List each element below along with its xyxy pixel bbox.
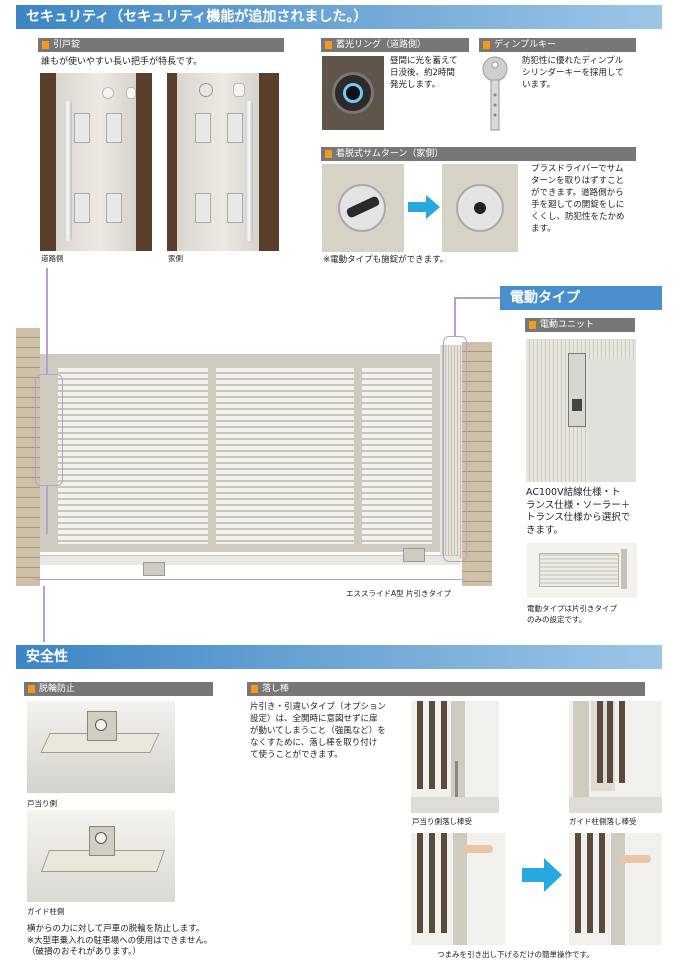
thumb-turn-desc: プラスドライバーでサム ターンを取りはずすこと ができます。道路側から 手を廻し… [531, 164, 625, 234]
dimple-key-desc: 防犯性に優れたディンプル シリンダーキーを採用して います。 [522, 56, 624, 90]
drop-rod-door-side-photo [411, 701, 499, 813]
derail-guide-side-caption: ガイド柱側 [27, 907, 65, 916]
gate-wheel-right [403, 548, 425, 562]
thumb-turn-heading: 着脱式サムターン（家側） [321, 147, 636, 161]
derail-door-side-photo [27, 701, 175, 793]
electric-unit-heading: 電動ユニット [525, 318, 635, 332]
gate-wheel-left [143, 562, 165, 576]
electric-header: 電動タイプ [500, 286, 662, 310]
drop-rod-after-photo [569, 833, 662, 945]
pull-lock-home-caption: 家側 [168, 254, 183, 263]
luminous-ring-photo [322, 56, 384, 130]
dimple-key-heading: ディンプルキー [479, 38, 636, 52]
gate-wall-right [462, 342, 492, 586]
thumb-turn-after-photo [442, 164, 518, 252]
safety-header: 安全性 [16, 645, 662, 669]
dimple-key-icon [480, 55, 510, 135]
security-header: セキュリティ（セキュリティ機能が追加されました。） [16, 5, 662, 29]
luminous-ring-heading: 蓄光リング（道路側） [321, 38, 469, 52]
pull-lock-desc: 誰もが使いやすい長い把手が特長です。 [41, 57, 203, 67]
pull-lock-road-caption: 道路側 [41, 254, 64, 263]
electric-unit-desc: AC100V結線仕様・ト ランス仕様・ソーラー＋ トランス仕様から選択で きます… [526, 487, 631, 536]
gate-rail [40, 555, 460, 565]
derail-guide-side-photo [27, 810, 175, 902]
drop-rod-guide-side-photo [569, 701, 662, 813]
gate-guide-post [440, 345, 462, 559]
gate-caption: エススライドA型 片引きタイプ [346, 589, 452, 598]
thumb-turn-before-photo [322, 164, 404, 252]
electric-unit-photo [526, 339, 636, 482]
pull-lock-home-photo [167, 73, 279, 251]
drop-rod-guide-side-caption: ガイド柱側落し棒受 [569, 817, 637, 826]
arrow-right-icon [522, 858, 562, 896]
drop-rod-door-side-caption: 戸当り側落し棒受 [412, 817, 472, 826]
electric-note: 電動タイプは片引きタイプ のみの設定です。 [527, 604, 617, 624]
drop-rod-operation-caption: つまみを引き出し下げるだけの簡単操作です。 [437, 950, 594, 959]
derail-door-side-caption: 戸当り側 [27, 799, 57, 808]
pull-lock-heading: 引戸錠 [38, 38, 284, 52]
luminous-ring-desc: 昼間に光を蓄えて 日没後、約2時間 発光します。 [390, 56, 458, 90]
gate-wall-left [16, 328, 40, 586]
pull-lock-road-photo [40, 73, 152, 251]
derail-desc: 横からの力に対して戸車の脱輪を防止します。 ※大型車乗入れの駐車場への使用はでき… [27, 924, 213, 957]
derail-heading: 脱輪防止 [24, 682, 213, 696]
drop-rod-heading: 落し棒 [247, 682, 645, 696]
drop-rod-desc: 片引き・引違いタイプ（オプション 設定）は、全開時に意図せずに扉 が動いてしまう… [250, 702, 387, 760]
arrow-right-icon [408, 195, 440, 223]
thumb-turn-note: ※電動タイプも施錠ができます。 [323, 255, 449, 265]
drop-rod-before-photo [411, 833, 505, 945]
electric-gate-thumb [527, 543, 637, 598]
gate-panel [40, 354, 440, 552]
